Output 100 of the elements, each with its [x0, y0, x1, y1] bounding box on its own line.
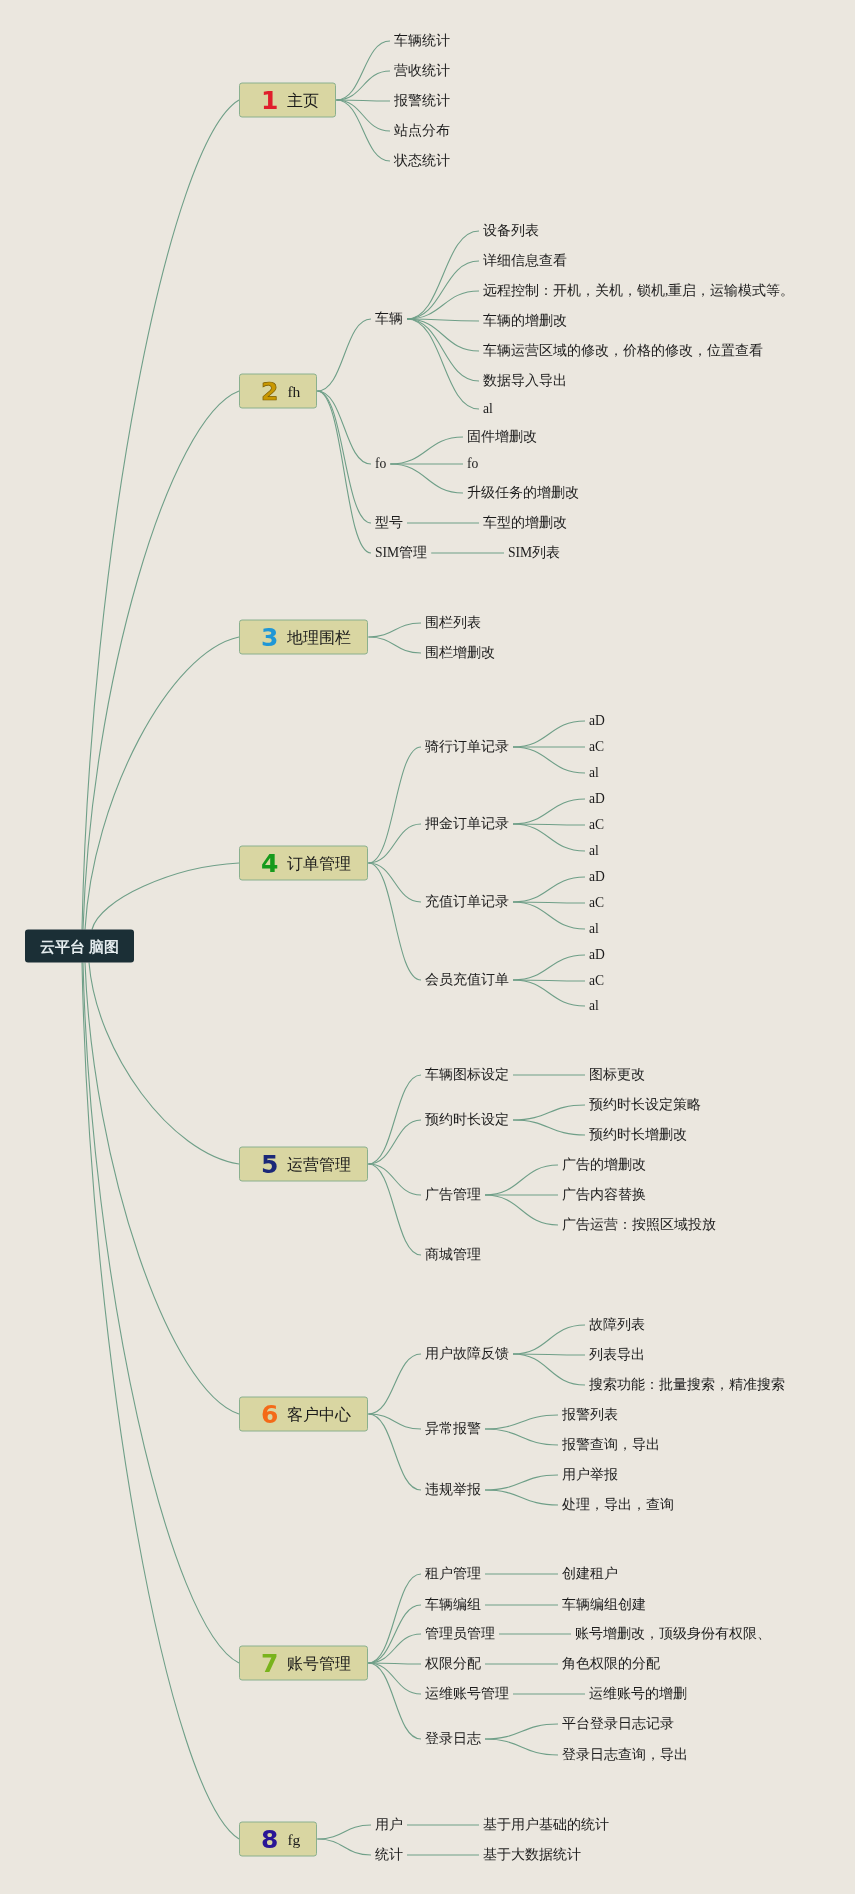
branch-line	[512, 901, 586, 930]
priority-number: 8	[261, 1825, 279, 1853]
subtopic-label: SIM列表	[504, 543, 565, 563]
branch-line	[406, 1854, 480, 1856]
subtopic-label: 角色权限的分配	[558, 1654, 664, 1674]
branch-line	[430, 552, 505, 554]
topic-box	[239, 845, 369, 881]
subtopic-label: 状态统计	[390, 151, 454, 171]
subtopic-label: 车辆图标设定	[421, 1065, 513, 1085]
subtopic-label: 广告运营：按照区域投放	[558, 1215, 720, 1235]
branch-line	[367, 1163, 422, 1196]
subtopic-label: 围栏增删改	[421, 643, 499, 663]
subtopic-label: 站点分布	[390, 121, 454, 141]
subtopic-label: 报警统计	[390, 91, 454, 111]
branch-line	[367, 1662, 422, 1740]
subtopic-label: 车辆运营区域的修改，价格的修改，位置查看	[479, 341, 767, 361]
subtopic-label: 故障列表	[585, 1315, 649, 1335]
subtopic-label: 列表导出	[585, 1345, 649, 1365]
subtopic-label: 详细信息查看	[479, 251, 571, 271]
subtopic-label: 登录日志	[421, 1729, 485, 1749]
subtopic-label: 登录日志查询，导出	[558, 1745, 692, 1765]
subtopic-label: 固件增删改	[463, 427, 541, 447]
branch-line	[367, 1413, 422, 1430]
branch-line	[512, 1693, 586, 1695]
subtopic-label: aC	[585, 815, 609, 835]
branch-line	[512, 979, 586, 1007]
subtopic-label: 搜索功能：批量搜索，精准搜索	[585, 1375, 789, 1395]
subtopic-label: al	[585, 763, 603, 783]
topic-box	[239, 1146, 369, 1182]
subtopic-label: 车辆编组创建	[558, 1595, 650, 1615]
branch-line	[316, 1824, 372, 1840]
branch-line	[88, 961, 240, 1165]
subtopic-label: 充值订单记录	[421, 892, 513, 912]
branch-line	[81, 961, 240, 1840]
subtopic-label: 基于大数据统计	[479, 1845, 585, 1865]
subtopic-label: 骑行订单记录	[421, 737, 513, 757]
subtopic-label: 图标更改	[585, 1065, 649, 1085]
subtopic-label: 运维账号管理	[421, 1684, 513, 1704]
topic-label: fg	[287, 1829, 301, 1849]
branch-line	[512, 1074, 586, 1076]
branch-line	[316, 318, 372, 392]
branch-line	[367, 622, 422, 638]
subtopic-label: 用户举报	[558, 1465, 622, 1485]
priority-number: 5	[261, 1150, 279, 1178]
branch-line	[406, 1824, 480, 1826]
branch-line	[484, 1604, 559, 1606]
topic-label: 地理围栏	[287, 627, 352, 647]
branch-line	[484, 1194, 559, 1226]
subtopic-label: 预约时长设定	[421, 1110, 513, 1130]
branch-line	[484, 1738, 559, 1756]
branch-line	[484, 1663, 559, 1665]
priority-number: 3	[261, 623, 279, 651]
subtopic-label: 广告的增删改	[558, 1155, 650, 1175]
subtopic-label: aD	[585, 789, 609, 809]
subtopic-label: 型号	[371, 513, 407, 533]
priority-number: 6	[261, 1400, 279, 1428]
subtopic-label: 商城管理	[421, 1245, 485, 1265]
branch-line	[512, 1353, 586, 1386]
branch-line	[484, 1573, 559, 1575]
priority-number: 1	[261, 86, 279, 114]
branch-line	[316, 1838, 372, 1856]
priority-number: 7	[261, 1649, 279, 1677]
branch-line	[367, 1163, 422, 1256]
topic-box	[239, 619, 369, 655]
subtopic-label: 押金订单记录	[421, 814, 513, 834]
topic-box	[239, 373, 318, 409]
topic-label: fh	[287, 381, 301, 401]
branch-line	[406, 318, 480, 410]
subtopic-label: 权限分配	[421, 1654, 485, 1674]
priority-number: 4	[261, 849, 279, 877]
subtopic-label: 处理，导出，查询	[558, 1495, 678, 1515]
branch-line	[82, 961, 240, 1664]
topic-box	[239, 1645, 369, 1681]
subtopic-label: fo	[463, 454, 483, 474]
branch-line	[484, 1428, 559, 1446]
subtopic-label: 租户管理	[421, 1564, 485, 1584]
topic-box	[239, 82, 337, 118]
branch-line	[335, 99, 391, 162]
subtopic-label: 报警查询，导出	[558, 1435, 664, 1455]
subtopic-label: 升级任务的增删改	[463, 483, 583, 503]
subtopic-label: 运维账号的增删	[585, 1684, 691, 1704]
branch-line	[81, 99, 240, 931]
branch-line	[367, 636, 422, 654]
branch-line	[484, 1489, 559, 1506]
branch-line	[406, 522, 480, 524]
central-topic-box: 云平台 脑图	[25, 929, 135, 963]
subtopic-label: 车辆统计	[390, 31, 454, 51]
subtopic-label: 用户	[371, 1815, 407, 1835]
subtopic-label: aD	[585, 711, 609, 731]
subtopic-label: fo	[371, 454, 391, 474]
subtopic-label: 异常报警	[421, 1419, 485, 1439]
subtopic-label: 广告管理	[421, 1185, 485, 1205]
subtopic-label: 会员充值订单	[421, 970, 513, 990]
topic-label: 客户中心	[287, 1404, 352, 1424]
subtopic-label: SIM管理	[371, 543, 432, 563]
branch-line	[84, 636, 240, 931]
subtopic-label: aC	[585, 971, 609, 991]
subtopic-label: 基于用户基础的统计	[479, 1815, 613, 1835]
subtopic-label: 统计	[371, 1845, 407, 1865]
subtopic-label: 预约时长增删改	[585, 1125, 691, 1145]
